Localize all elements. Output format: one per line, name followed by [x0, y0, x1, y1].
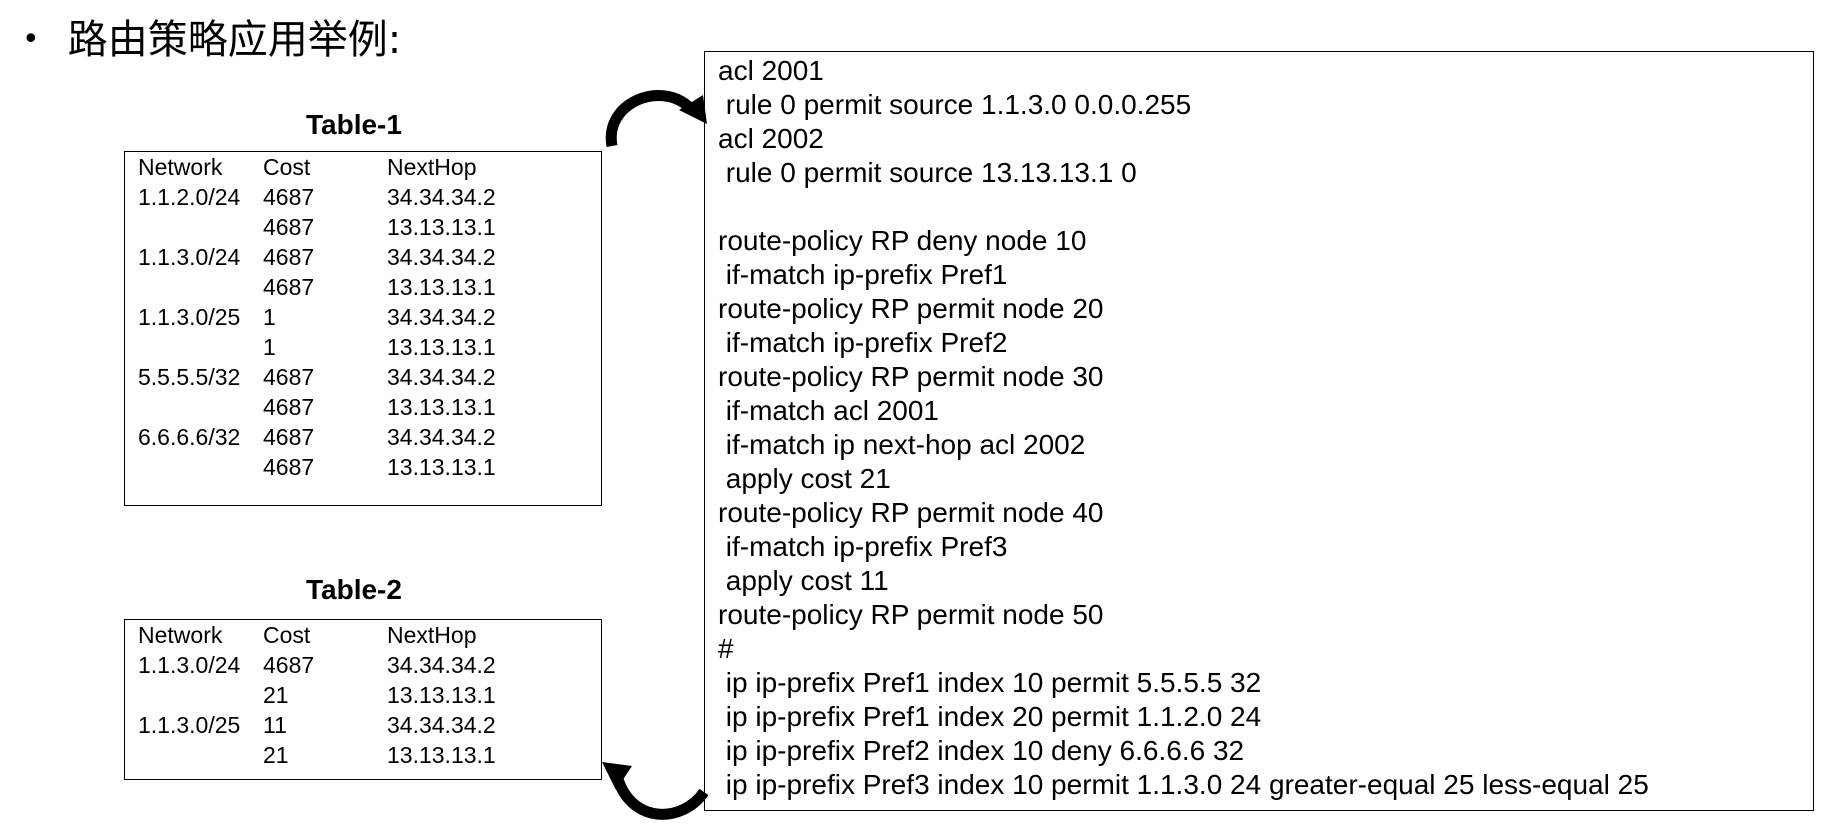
heading-title: 路由策略应用举例: — [67, 17, 402, 63]
cell-nexthop: 13.13.13.1 — [387, 214, 496, 240]
config-line: if-match ip-prefix Pref3 — [718, 531, 1008, 562]
cell-cost: 1 — [263, 304, 276, 330]
table-row: 4687 13.13.13.1 — [125, 392, 601, 422]
config-line: route-policy RP permit node 50 — [718, 599, 1104, 630]
config-line: apply cost 21 — [718, 463, 891, 494]
cell-network: 1.1.3.0/25 — [138, 712, 241, 738]
column-header-network: Network — [138, 154, 223, 180]
cell-network: 1.1.2.0/24 — [138, 184, 241, 210]
config-line: if-match ip-prefix Pref1 — [718, 259, 1008, 290]
table-header-row: Network Cost NextHop — [125, 152, 601, 182]
cell-cost: 4687 — [263, 364, 315, 390]
table-row: 1 13.13.13.1 — [125, 332, 601, 362]
column-header-nexthop: NextHop — [387, 154, 477, 180]
config-line: route-policy RP permit node 30 — [718, 361, 1104, 392]
routing-table-2: Network Cost NextHop 1.1.3.0/24 4687 34.34.34… — [124, 619, 602, 780]
config-line: # — [718, 633, 734, 664]
column-header-nexthop: NextHop — [387, 622, 477, 648]
slide-heading: • 路由策略应用举例: — [22, 20, 401, 60]
config-line: apply cost 11 — [718, 565, 889, 596]
cell-nexthop: 34.34.34.2 — [387, 652, 496, 678]
config-line: ip ip-prefix Pref2 index 10 deny 6.6.6.6… — [718, 735, 1245, 766]
table-row: 5.5.5.5/32 4687 34.34.34.2 — [125, 362, 601, 392]
table-header-row: Network Cost NextHop — [125, 620, 601, 650]
cell-network: 6.6.6.6/32 — [138, 424, 241, 450]
routing-table-1: Network Cost NextHop 1.1.2.0/24 4687 34.34.34… — [124, 151, 602, 506]
cell-nexthop: 13.13.13.1 — [387, 394, 496, 420]
config-line: if-match ip-prefix Pref2 — [718, 327, 1008, 358]
curved-arrow-icon — [602, 762, 708, 820]
cell-cost: 4687 — [263, 274, 315, 300]
table-row: 6.6.6.6/32 4687 34.34.34.2 — [125, 422, 601, 452]
table-row: 1.1.2.0/24 4687 34.34.34.2 — [125, 182, 601, 212]
bullet-icon: • — [22, 22, 40, 57]
cell-cost: 1 — [263, 334, 276, 360]
column-header-network: Network — [138, 622, 223, 648]
cell-cost: 21 — [263, 742, 289, 768]
table-row: 1.1.3.0/24 4687 34.34.34.2 — [125, 650, 601, 680]
config-line: route-policy RP permit node 20 — [718, 293, 1104, 324]
cell-cost: 4687 — [263, 424, 315, 450]
cell-nexthop: 13.13.13.1 — [387, 454, 496, 480]
cell-cost: 4687 — [263, 394, 315, 420]
table-row: 4687 13.13.13.1 — [125, 272, 601, 302]
cell-cost: 4687 — [263, 454, 315, 480]
cell-nexthop: 34.34.34.2 — [387, 712, 496, 738]
config-line: acl 2002 — [718, 123, 824, 154]
cell-nexthop: 34.34.34.2 — [387, 304, 496, 330]
cell-nexthop: 13.13.13.1 — [387, 274, 496, 300]
cell-cost: 21 — [263, 682, 289, 708]
cell-network: 1.1.3.0/24 — [138, 244, 241, 270]
config-line: rule 0 permit source 13.13.13.1 0 — [718, 157, 1137, 188]
table-row: 1.1.3.0/25 11 34.34.34.2 — [125, 710, 601, 740]
cell-nexthop: 34.34.34.2 — [387, 364, 496, 390]
cell-network: 5.5.5.5/32 — [138, 364, 241, 390]
config-line: ip ip-prefix Pref3 index 10 permit 1.1.3… — [718, 769, 1649, 800]
cell-nexthop: 34.34.34.2 — [387, 184, 496, 210]
cell-nexthop: 13.13.13.1 — [387, 334, 496, 360]
cell-network: 1.1.3.0/24 — [138, 652, 241, 678]
cell-cost: 4687 — [263, 214, 315, 240]
table-row: 21 13.13.13.1 — [125, 680, 601, 710]
config-line: route-policy RP deny node 10 — [718, 225, 1087, 256]
column-header-cost: Cost — [263, 154, 311, 180]
table2-title: Table-2 — [306, 574, 402, 605]
column-header-cost: Cost — [263, 622, 311, 648]
config-line: route-policy RP permit node 40 — [718, 497, 1104, 528]
cell-cost: 4687 — [263, 244, 315, 270]
config-panel: acl 2001 rule 0 permit source 1.1.3.0 0.… — [704, 51, 1814, 811]
config-line: ip ip-prefix Pref1 index 10 permit 5.5.5… — [718, 667, 1262, 698]
table-row: 1.1.3.0/24 4687 34.34.34.2 — [125, 242, 601, 272]
cell-cost: 4687 — [263, 184, 315, 210]
cell-network: 1.1.3.0/25 — [138, 304, 241, 330]
config-line: if-match acl 2001 — [718, 395, 939, 426]
table-row: 21 13.13.13.1 — [125, 740, 601, 770]
config-line: acl 2001 — [718, 55, 824, 86]
cell-cost: 4687 — [263, 652, 315, 678]
table-row: 4687 13.13.13.1 — [125, 452, 601, 482]
config-line: rule 0 permit source 1.1.3.0 0.0.0.255 — [718, 89, 1192, 120]
table1-title: Table-1 — [306, 109, 402, 140]
table-row: 1.1.3.0/25 1 34.34.34.2 — [125, 302, 601, 332]
cell-nexthop: 13.13.13.1 — [387, 682, 496, 708]
cell-nexthop: 34.34.34.2 — [387, 244, 496, 270]
config-line: ip ip-prefix Pref1 index 20 permit 1.1.2… — [718, 701, 1262, 732]
table-row: 4687 13.13.13.1 — [125, 212, 601, 242]
config-line: if-match ip next-hop acl 2002 — [718, 429, 1086, 460]
cell-nexthop: 34.34.34.2 — [387, 424, 496, 450]
curved-arrow-icon — [605, 90, 707, 147]
cell-cost: 11 — [263, 712, 287, 738]
cell-nexthop: 13.13.13.1 — [387, 742, 496, 768]
